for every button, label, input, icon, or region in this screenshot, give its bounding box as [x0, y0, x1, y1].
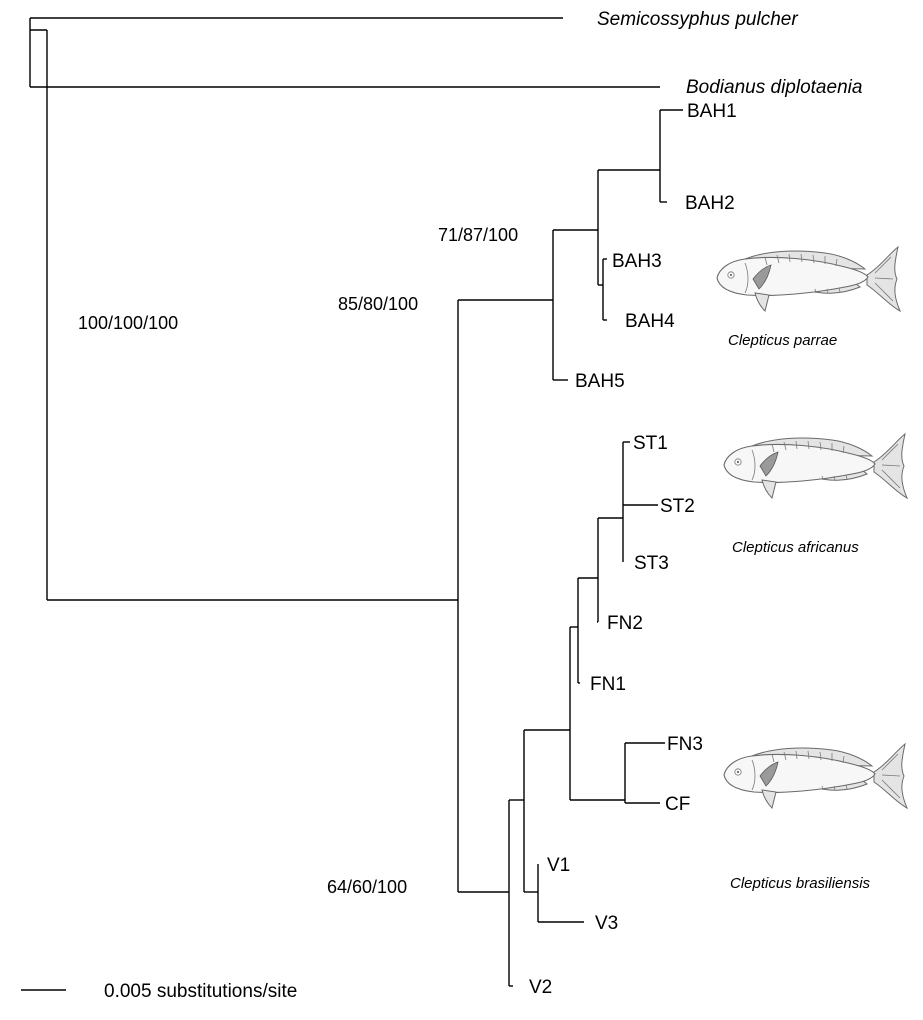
species-caption-brasiliensis: Clepticus brasiliensis	[730, 875, 871, 892]
tip-label-v1: V1	[547, 855, 570, 876]
tip-label-bah3: BAH3	[612, 251, 662, 272]
tip-label-bah2: BAH2	[685, 193, 735, 214]
species-illustration-parrae: Clepticus parrae	[716, 246, 901, 349]
support-value-clepticus: 85/80/100	[338, 294, 418, 314]
tip-label-fn2: FN2	[607, 613, 643, 634]
tip-label-st1: ST1	[633, 433, 668, 454]
scale-bar: 0.005 substitutions/site	[21, 981, 297, 1002]
support-value-parrae: 71/87/100	[438, 225, 518, 245]
tip-label-fn1: FN1	[590, 674, 626, 695]
fish-illustration-brasiliensis-icon	[723, 743, 908, 809]
support-value-southern: 64/60/100	[327, 877, 407, 897]
tip-label-st2: ST2	[660, 496, 695, 517]
tree-branches	[29, 17, 683, 987]
tip-label-semicossyphus: Semicossyphus pulcher	[597, 9, 798, 30]
tip-label-bodianus: Bodianus diplotaenia	[686, 77, 862, 98]
species-illustration-brasiliensis: Clepticus brasiliensis	[723, 743, 908, 892]
tip-label-st3: ST3	[634, 553, 669, 574]
scale-bar-label: 0.005 substitutions/site	[104, 981, 297, 1002]
tip-label-bah4: BAH4	[625, 311, 675, 332]
species-caption-africanus: Clepticus africanus	[732, 539, 859, 556]
support-value-root: 100/100/100	[78, 313, 178, 333]
species-illustration-africanus: Clepticus africanus	[723, 433, 908, 556]
support-values: 100/100/100 85/80/100 71/87/100 64/60/100	[78, 225, 518, 897]
tip-label-bah5: BAH5	[575, 371, 625, 392]
fish-illustration-parrae-icon	[716, 246, 901, 312]
tip-label-fn3: FN3	[667, 734, 703, 755]
tip-label-cf: CF	[665, 794, 690, 815]
tip-label-bah1: BAH1	[687, 101, 737, 122]
fish-illustration-africanus-icon	[723, 433, 908, 499]
tip-label-v2: V2	[529, 977, 552, 998]
species-caption-parrae: Clepticus parrae	[728, 332, 837, 349]
tip-label-v3: V3	[595, 913, 618, 934]
